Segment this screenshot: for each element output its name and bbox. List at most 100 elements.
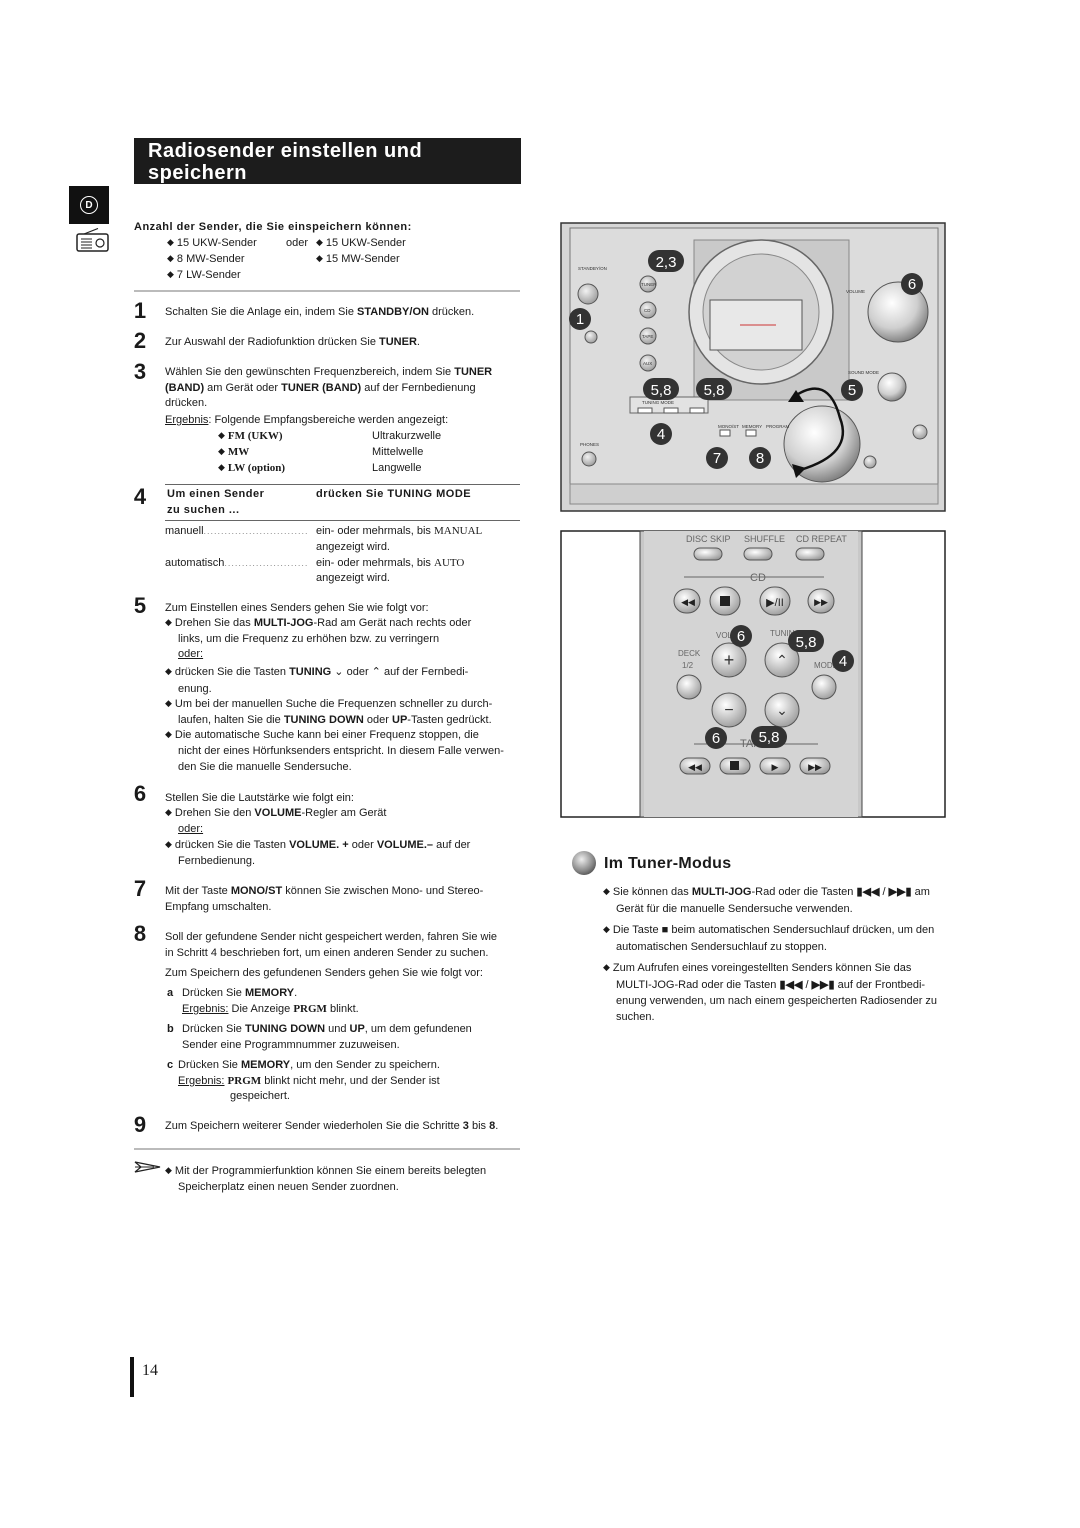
step5-line3: links, um die Frequenz zu erhöhen bzw. z… — [178, 633, 440, 645]
svg-text:5,8: 5,8 — [759, 729, 780, 746]
svg-text:DECK: DECK — [678, 649, 701, 658]
band-lw: LW (option) — [227, 462, 286, 474]
svg-text:6: 6 — [737, 628, 745, 645]
chevron-down-icon: ⌄ — [331, 666, 344, 678]
step8-line2: in Schritt 4 beschrieben fort, um einen … — [165, 947, 489, 959]
svg-text:5,8: 5,8 — [704, 382, 725, 399]
page-title: Radiosender einstellen und speichern — [148, 140, 423, 184]
step5-line2: Drehen Sie das MULTI-JOG-Rad am Gerät na… — [165, 616, 471, 631]
svg-text:PHONES: PHONES — [580, 442, 599, 447]
step8-b-label: b — [167, 1023, 174, 1035]
step8-c-result: Ergebnis: PRGM blinkt nicht mehr, und de… — [178, 1075, 440, 1087]
step6-line3: drücken Sie die Tasten VOLUME. + oder VO… — [165, 838, 470, 853]
step8-b-line2: Sender eine Programmnummer zuzuweisen. — [182, 1039, 400, 1051]
step-number: 6 — [133, 781, 147, 806]
capacity-lw: 7 LW-Sender — [176, 269, 241, 281]
band-mw-desc: Mittelwelle — [372, 446, 424, 458]
svg-text:PROGRAM: PROGRAM — [766, 424, 790, 429]
svg-text:−: − — [724, 702, 733, 719]
tuner-mode-b2-line1: Die Taste ■ beim automatischen Sendersuc… — [603, 923, 934, 938]
step-number: 4 — [133, 484, 147, 509]
svg-text:2,3: 2,3 — [656, 254, 677, 271]
svg-text:TUNER: TUNER — [641, 282, 657, 287]
svg-text:◀◀: ◀◀ — [681, 597, 695, 607]
capacity-heading: Anzahl der Sender, die Sie einspeichern … — [134, 221, 412, 233]
table-rule — [165, 520, 520, 521]
step-number: 9 — [133, 1112, 147, 1137]
divider — [134, 290, 520, 292]
band-fm-desc: Ultrakurzwelle — [372, 430, 442, 442]
step-number: 2 — [133, 328, 147, 353]
svg-text:1: 1 — [576, 311, 584, 328]
step8-a-label: a — [167, 987, 174, 999]
tuner-mode-b3-line3: enung verwenden, um nach einem gespeiche… — [616, 995, 938, 1007]
capacity-mw-a: 8 MW-Sender — [176, 253, 245, 265]
step8-a-result: Ergebnis: Die Anzeige PRGM blinkt. — [182, 1003, 359, 1015]
step-number: 3 — [133, 359, 147, 384]
svg-text:MEMORY: MEMORY — [742, 424, 762, 429]
step3-line3: drücken. — [165, 397, 208, 409]
search-auto-text2: angezeigt wird. — [316, 572, 390, 584]
search-manual-text2: angezeigt wird. — [316, 541, 390, 553]
svg-text:▶▶: ▶▶ — [814, 597, 828, 607]
step5-line9: nicht der eines Hörfunksenders entsprich… — [178, 745, 504, 757]
step5-line5: enung. — [178, 683, 212, 695]
svg-text:6: 6 — [712, 730, 720, 747]
step5-line1: Zum Einstellen eines Senders gehen Sie w… — [165, 602, 429, 614]
step5-line6: Um bei der manuellen Suche die Frequenze… — [165, 697, 492, 712]
svg-text:▶▶: ▶▶ — [808, 762, 822, 772]
capacity-fm-b: 15 UKW-Sender — [325, 237, 406, 249]
svg-text:SHUFFLE: SHUFFLE — [744, 534, 785, 544]
step5-or: oder: — [178, 648, 204, 660]
table-head-col1a: Um einen Sender — [167, 488, 265, 500]
step-number: 8 — [133, 921, 147, 946]
step8-b: Drücken Sie TUNING DOWN und UP, um dem g… — [182, 1023, 472, 1035]
tuner-mode-b2-line2: automatischen Sendersuchlauf zu stoppen. — [616, 941, 827, 953]
note-pointer-icon — [134, 1161, 161, 1173]
tuner-mode-b3-line4: suchen. — [616, 1011, 655, 1023]
search-auto-label: automatisch — [165, 557, 225, 569]
skip-back-icon: ▮◀◀ — [856, 886, 880, 898]
search-manual-text: ein- oder mehrmals, bis MANUAL — [316, 525, 483, 537]
svg-text:5,8: 5,8 — [651, 382, 672, 399]
capacity-fm-a: 15 UKW-Sender — [176, 237, 257, 249]
step5-line8: Die automatische Suche kann bei einer Fr… — [165, 728, 479, 743]
svg-text:CD: CD — [644, 308, 651, 313]
band-lw-desc: Langwelle — [372, 462, 422, 474]
svg-text:⌃: ⌃ — [776, 652, 788, 668]
language-label: D — [80, 196, 98, 214]
svg-text:◀◀: ◀◀ — [688, 762, 702, 772]
band-mw: MW — [227, 446, 250, 458]
table-rule — [165, 484, 520, 485]
step-number: 1 — [133, 298, 147, 323]
step8-line3: Zum Speichern des gefundenen Senders geh… — [165, 967, 483, 979]
note-line2: Speicherplatz einen neuen Sender zuordne… — [178, 1181, 399, 1193]
svg-text:CD: CD — [750, 572, 766, 584]
device-front-panel: STANDBY/ON TUNER CD TAPE AUX VOLUME SOUN… — [560, 222, 946, 512]
step6-or: oder: — [178, 823, 204, 835]
svg-text:4: 4 — [657, 426, 665, 443]
step-number: 5 — [133, 593, 147, 618]
skip-forward-icon: ▶▶▮ — [888, 886, 912, 898]
svg-text:VOL: VOL — [716, 631, 733, 640]
step5-line10: den Sie die manuelle Sendersuche. — [178, 761, 352, 773]
step7-line2: Empfang umschalten. — [165, 901, 272, 913]
step6-line1: Stellen Sie die Lautstärke wie folgt ein… — [165, 792, 354, 804]
step2-text: Zur Auswahl der Radiofunktion drücken Si… — [165, 336, 420, 348]
step9-text: Zum Speichern weiterer Sender wiederhole… — [165, 1120, 499, 1132]
svg-text:▶: ▶ — [772, 762, 779, 772]
capacity-or: oder — [286, 237, 309, 249]
remote-control: DISC SKIP SHUFFLE CD REPEAT CD VOL TUNIN… — [560, 530, 946, 818]
step8-a: Drücken Sie MEMORY. — [182, 987, 298, 999]
capacity-mw-b: 15 MW-Sender — [325, 253, 400, 265]
radio-icon — [76, 228, 109, 252]
tuner-mode-b3-line1: Zum Aufrufen eines voreingestellten Send… — [603, 961, 911, 976]
svg-text:⌄: ⌄ — [776, 702, 788, 718]
svg-text:AUX: AUX — [643, 361, 652, 366]
svg-text:DISC SKIP: DISC SKIP — [686, 534, 731, 544]
step5-line7: laufen, halten Sie die TUNING DOWN oder … — [178, 714, 492, 726]
step5-line4: drücken Sie die Tasten TUNING ⌄ oder ⌃ a… — [165, 665, 468, 680]
step8-c-line3: gespeichert. — [230, 1090, 290, 1102]
step6-line2: Drehen Sie den VOLUME-Regler am Gerät — [165, 806, 387, 821]
step3-result: Ergebnis: Folgende Empfangsbereiche werd… — [165, 414, 449, 426]
